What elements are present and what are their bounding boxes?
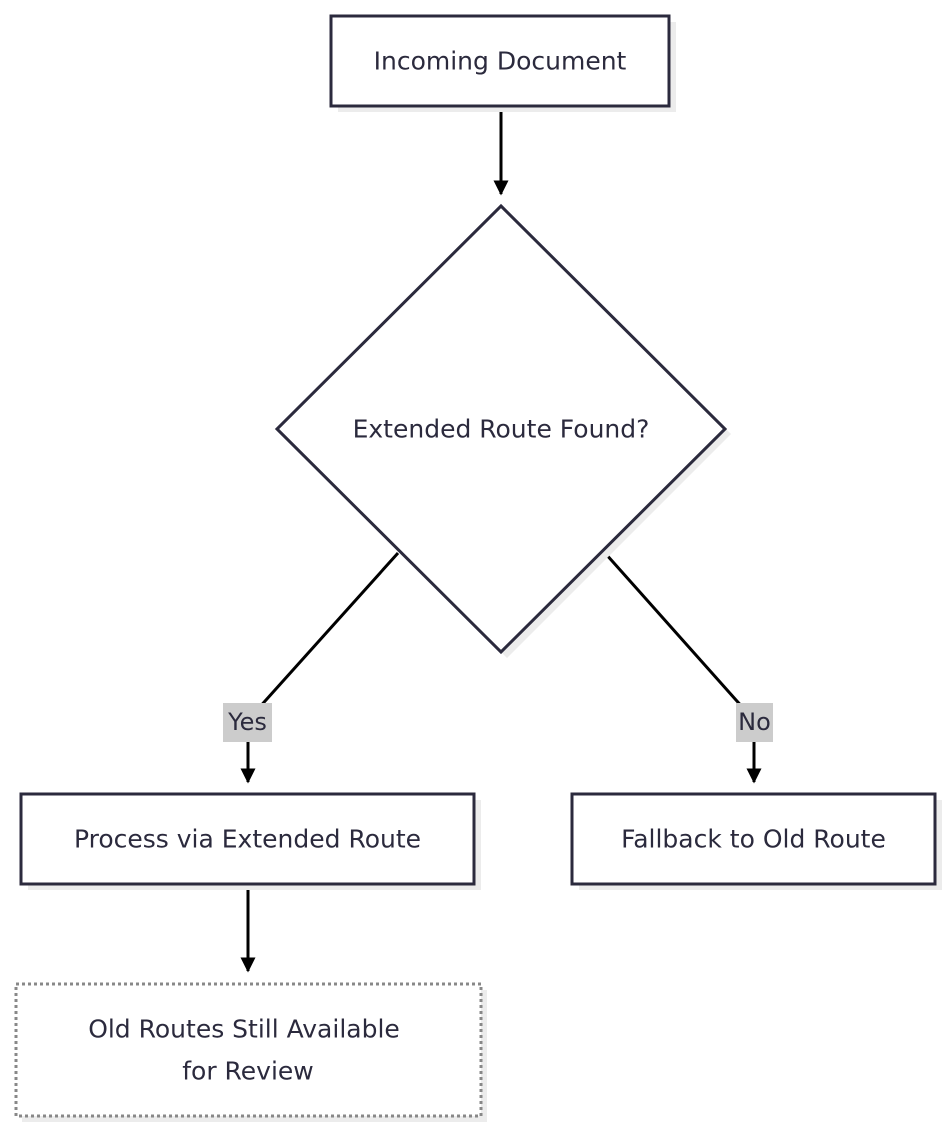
- node-fallback-route-label: Fallback to Old Route: [621, 825, 886, 854]
- node-incoming-document: Incoming Document: [329, 14, 676, 112]
- node-extended-route-label: Process via Extended Route: [74, 825, 421, 854]
- node-incoming-document-label: Incoming Document: [374, 47, 627, 76]
- edge-label-yes: Yes: [223, 703, 272, 742]
- edge-label-no-text: No: [738, 708, 771, 736]
- node-decision: Extended Route Found?: [274, 203, 731, 658]
- edge-decision-to-extended: [240, 551, 400, 784]
- node-fallback-route: Fallback to Old Route: [570, 792, 942, 890]
- edge-decision-to-fallback: [603, 552, 762, 784]
- node-old-routes-review-label-line2: for Review: [182, 1057, 314, 1086]
- node-old-routes-review-label-line1: Old Routes Still Available: [88, 1015, 400, 1044]
- node-old-routes-review: Old Routes Still Available for Review: [14, 982, 487, 1122]
- edge-label-yes-text: Yes: [227, 708, 267, 736]
- edge-label-no: No: [736, 703, 773, 742]
- node-decision-label: Extended Route Found?: [353, 415, 650, 444]
- node-extended-route: Process via Extended Route: [19, 792, 481, 890]
